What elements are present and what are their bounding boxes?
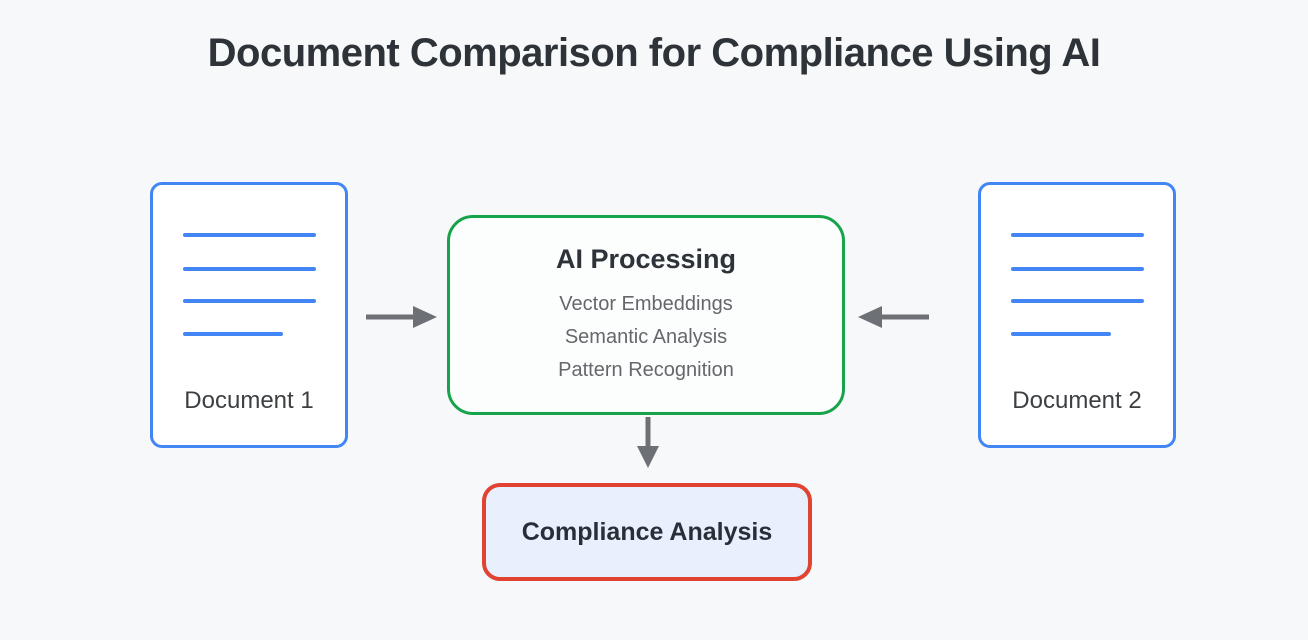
- compliance-analysis-label: Compliance Analysis: [521, 517, 773, 546]
- arrow-ai-to-compliance-icon: [637, 417, 659, 468]
- arrow-doc1-to-ai-icon: [366, 306, 437, 328]
- document-text-line: [1011, 267, 1144, 271]
- document-text-line: [1011, 299, 1144, 303]
- ai-processing-item: Semantic Analysis: [564, 326, 728, 348]
- document-text-line: [183, 299, 316, 303]
- arrow-doc2-to-ai-icon: [858, 306, 929, 328]
- ai-processing-node: AI Processing Vector Embeddings Semantic…: [447, 215, 845, 415]
- ai-processing-item: Pattern Recognition: [558, 359, 734, 381]
- document-text-line: [183, 267, 316, 271]
- document1-label: Document 1: [184, 387, 314, 414]
- document2-label: Document 2: [1012, 387, 1142, 414]
- page-title: Document Comparison for Compliance Using…: [207, 31, 1101, 75]
- ai-processing-item: Vector Embeddings: [559, 293, 733, 315]
- document-text-line: [183, 233, 316, 237]
- compliance-analysis-node: Compliance Analysis: [482, 483, 812, 581]
- document2-node: Document 2: [978, 182, 1176, 448]
- document-text-line: [1011, 233, 1144, 237]
- document-text-line: [1011, 332, 1111, 336]
- ai-processing-title: AI Processing: [555, 244, 737, 274]
- document-text-line: [183, 332, 283, 336]
- document1-node: Document 1: [150, 182, 348, 448]
